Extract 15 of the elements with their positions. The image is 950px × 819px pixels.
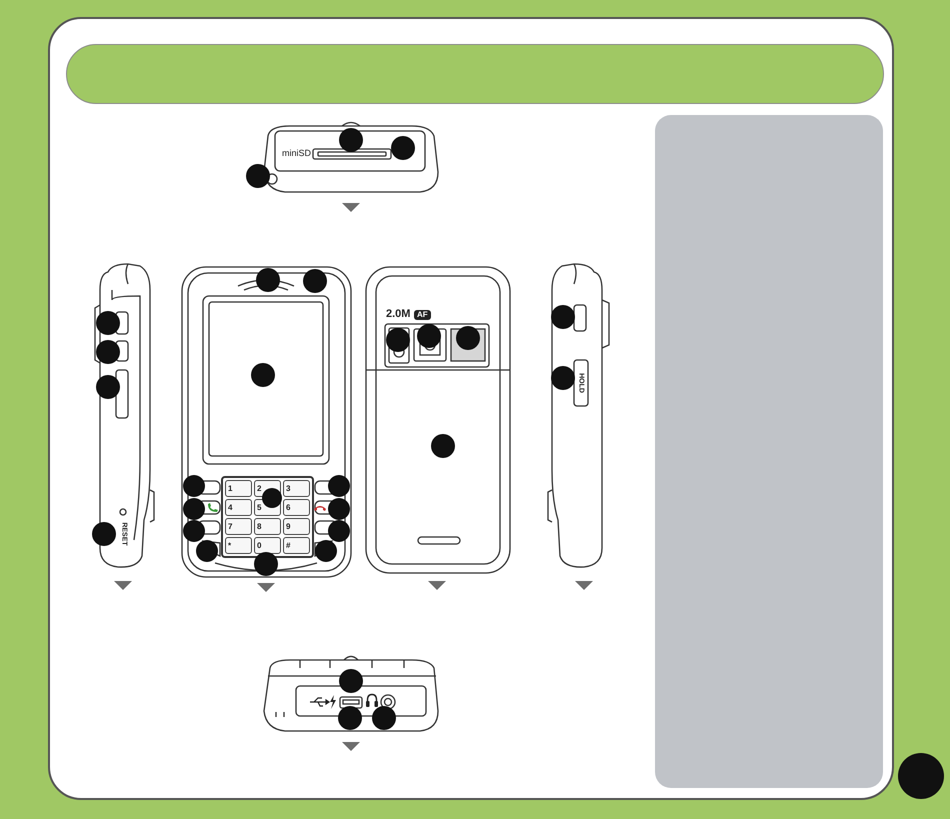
keypad-key: 4 [225, 499, 252, 516]
keypad-key: 8 [254, 518, 281, 535]
side-panel [655, 115, 883, 788]
page-badge [898, 753, 944, 799]
keypad-key: # [283, 537, 310, 554]
keypad-key: 6 [283, 499, 310, 516]
keypad-key: 3 [283, 480, 310, 497]
keypad-key: 1 [225, 480, 252, 497]
keypad-key: 9 [283, 518, 310, 535]
keypad-key: * [225, 537, 252, 554]
keypad-key: 0 [254, 537, 281, 554]
keypad-key: 7 [225, 518, 252, 535]
af-badge: AF [414, 310, 431, 320]
camera-resolution-label: 2.0M [386, 309, 410, 320]
port-label: miniSD [282, 149, 312, 158]
